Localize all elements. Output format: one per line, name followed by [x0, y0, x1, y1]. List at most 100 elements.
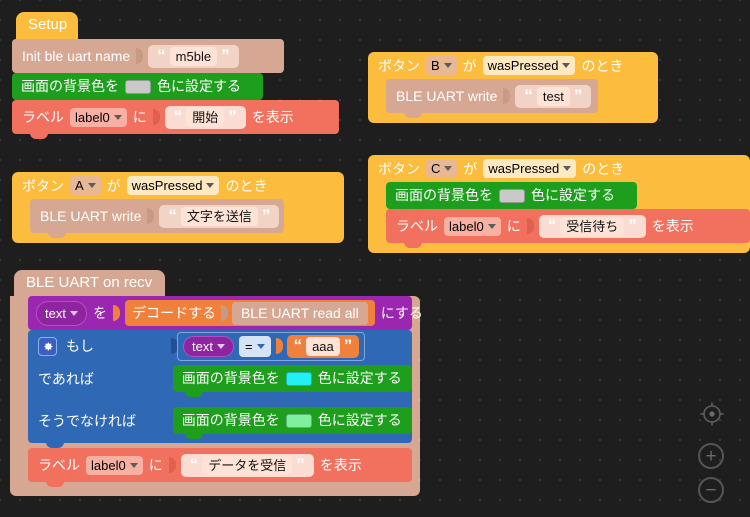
color-swatch[interactable] — [499, 188, 525, 203]
block-notch — [184, 433, 203, 439]
text-socket-send[interactable]: “ 文字を送信 ” — [159, 204, 280, 228]
block-label-show-c[interactable]: ラベル label0 に “ 受信待ち ” を表示 — [386, 209, 750, 248]
zoom-in-button[interactable]: + — [698, 443, 724, 469]
label-show-value[interactable]: 開始 — [186, 107, 225, 127]
if-condition-row[interactable]: もし text = — [28, 330, 412, 362]
block-set-screen-bgcolor-c[interactable]: 画面の背景色を 色に設定する — [386, 182, 637, 214]
block-ble-uart-write-b[interactable]: BLE UART write “ test ” — [386, 79, 598, 118]
block-notch — [48, 232, 66, 238]
close-quote-icon: ” — [573, 86, 583, 105]
value-plug — [136, 48, 144, 64]
color-swatch[interactable] — [125, 79, 151, 94]
block-set-screen-bgcolor-then[interactable]: 画面の背景色を 色に設定する — [172, 365, 412, 397]
hat-ble-uart-on-recv[interactable]: BLE UART on recv — [14, 270, 165, 296]
set-bgcolor-suffix: 色に設定する — [317, 412, 402, 428]
chevron-down-icon — [113, 114, 122, 120]
text-socket-aaa[interactable]: “ aaa ” — [286, 334, 360, 358]
block-if-else[interactable]: もし text = — [28, 330, 412, 448]
label-target-dropdown[interactable]: label0 — [86, 455, 143, 475]
block-label-show-recv[interactable]: ラベル label0 に “ データを受信 ” を表示 — [28, 448, 412, 487]
event-body-button-a: BLE UART write “ 文字を送信 ” — [12, 199, 344, 238]
label-target-dropdown[interactable]: label0 — [70, 107, 127, 127]
label-show-prefix: ラベル — [38, 456, 80, 473]
close-quote-icon: ” — [296, 455, 305, 474]
block-stack-setup[interactable]: Setup Init ble uart name “ m5ble ” 画面の背景… — [12, 12, 339, 139]
block-stack-button-b[interactable]: ボタン B が wasPressed のとき BLE UART write — [368, 52, 658, 123]
value-plug — [275, 338, 283, 354]
block-set-screen-bgcolor-setup[interactable]: 画面の背景色を 色に設定する — [12, 73, 263, 105]
text-socket-waiting[interactable]: “ 受信待ち ” — [538, 214, 646, 238]
block-notch — [46, 481, 64, 487]
text-socket-test[interactable]: “ test ” — [515, 84, 592, 108]
block-set-variable[interactable]: text を デコードする BLE UART read all にする — [28, 296, 423, 335]
open-quote-icon: “ — [524, 86, 533, 105]
hat-setup[interactable]: Setup — [16, 12, 78, 39]
open-quote-icon: “ — [547, 216, 557, 235]
label-target-dropdown[interactable]: label0 — [444, 216, 501, 236]
color-swatch[interactable] — [285, 413, 312, 428]
variable-dropdown-text[interactable]: text — [36, 300, 87, 326]
block-notch — [30, 133, 48, 139]
block-stack-button-c[interactable]: ボタン C が wasPressed のとき 画面の背景色を 色に設定する — [368, 155, 750, 253]
operator-dropdown[interactable]: = — [238, 335, 271, 357]
set-bgcolor-suffix: 色に設定する — [317, 370, 402, 386]
ble-uart-write-value[interactable]: 文字を送信 — [180, 206, 258, 226]
value-plug — [526, 218, 534, 234]
event-header-button-c[interactable]: ボタン C が wasPressed のとき — [368, 155, 750, 182]
close-quote-icon: ” — [628, 216, 637, 235]
chevron-down-icon — [206, 183, 215, 188]
event-type-dropdown[interactable]: wasPressed — [126, 176, 220, 195]
block-comparison[interactable]: text = “ aaa — [177, 331, 366, 361]
text-socket-start[interactable]: “ 開始 ” — [164, 105, 246, 129]
event-mid: が — [463, 160, 478, 177]
event-header-button-b[interactable]: ボタン B が wasPressed のとき — [368, 52, 658, 79]
button-select-dropdown[interactable]: C — [426, 159, 458, 178]
block-set-screen-bgcolor-else[interactable]: 画面の背景色を 色に設定する — [172, 407, 412, 439]
event-container-button-a[interactable]: ボタン A が wasPressed のとき BLE UART write “ — [12, 172, 344, 243]
block-ble-uart-read-all[interactable]: BLE UART read all — [231, 301, 368, 325]
center-target-icon[interactable] — [698, 400, 726, 428]
block-decode[interactable]: デコードする BLE UART read all — [124, 300, 375, 326]
event-container-button-c[interactable]: ボタン C が wasPressed のとき 画面の背景色を 色に設定する — [368, 155, 750, 253]
chevron-down-icon — [69, 310, 78, 316]
block-stack-on-recv[interactable]: BLE UART on recv text を デコードする — [10, 270, 423, 496]
on-recv-container[interactable]: text を デコードする BLE UART read all にする — [10, 296, 423, 496]
text-socket-m5ble[interactable]: “ m5ble ” — [148, 44, 239, 68]
block-label-show-setup[interactable]: ラベル label0 に “ 開始 ” を表示 — [12, 100, 339, 139]
set-bgcolor-prefix: 画面の背景色を — [181, 412, 280, 428]
button-select-dropdown[interactable]: B — [426, 56, 457, 75]
event-container-button-b[interactable]: ボタン B が wasPressed のとき BLE UART write — [368, 52, 658, 123]
init-ble-uart-label: Init ble uart name — [22, 47, 131, 64]
value-plug — [503, 88, 511, 104]
condition-socket[interactable]: text = “ aaa — [171, 331, 366, 361]
event-header-button-a[interactable]: ボタン A が wasPressed のとき — [12, 172, 344, 199]
label-show-value[interactable]: 受信待ち — [560, 216, 625, 236]
color-swatch[interactable] — [285, 371, 312, 386]
text-socket-data-received[interactable]: “ データを受信 ” — [180, 453, 314, 477]
ble-uart-write-value[interactable]: test — [536, 86, 570, 106]
event-type-dropdown[interactable]: wasPressed — [483, 159, 577, 178]
block-init-ble-uart[interactable]: Init ble uart name “ m5ble ” — [12, 39, 284, 78]
init-ble-uart-value[interactable]: m5ble — [169, 46, 218, 66]
event-type-value: wasPressed — [131, 178, 203, 193]
event-type-dropdown[interactable]: wasPressed — [482, 56, 576, 75]
decode-label: デコードする — [131, 304, 216, 321]
event-mid: が — [462, 57, 477, 74]
block-ble-uart-write-a[interactable]: BLE UART write “ 文字を送信 ” — [30, 199, 284, 238]
open-quote-icon: “ — [157, 46, 166, 65]
label-show-value[interactable]: データを受信 — [202, 455, 293, 475]
block-stack-button-a[interactable]: ボタン A が wasPressed のとき BLE UART write “ — [12, 172, 344, 243]
operator-value: = — [244, 338, 253, 354]
condition-right-value[interactable]: aaa — [306, 336, 340, 356]
gear-icon[interactable] — [38, 336, 57, 356]
button-select-dropdown[interactable]: A — [70, 176, 101, 195]
zoom-out-button[interactable]: − — [698, 477, 724, 503]
chevron-down-icon — [487, 223, 496, 229]
button-select-value: A — [75, 178, 84, 193]
event-prefix: ボタン — [378, 160, 420, 177]
ble-uart-write-label: BLE UART write — [396, 87, 498, 104]
else-branch-row: そうでなければ 画面の背景色を 色に設定する — [28, 404, 412, 439]
variable-dropdown-text-left[interactable]: text — [183, 335, 234, 357]
condition-left-variable: text — [192, 338, 213, 354]
